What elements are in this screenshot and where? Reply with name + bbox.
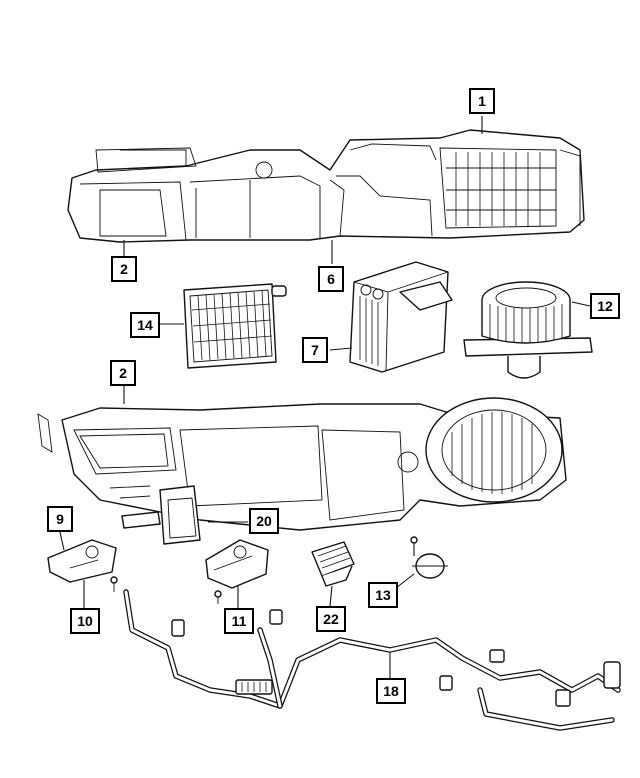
callout-2b: 2: [110, 360, 136, 386]
temperature-sensor: [410, 536, 448, 579]
callout-1: 1: [469, 88, 495, 114]
callout-10: 10: [70, 608, 100, 634]
callout-6: 6: [318, 266, 344, 292]
blower-motor: [463, 281, 593, 379]
callout-22: 22: [316, 606, 346, 632]
callout-9: 9: [47, 506, 73, 532]
actuator-left: [47, 539, 118, 592]
wiring-harness: [123, 589, 621, 731]
callout-11: 11: [224, 608, 254, 634]
evaporator-core: [349, 261, 453, 373]
heater-core: [183, 283, 287, 369]
callout-13: 13: [368, 582, 398, 608]
upper-hvac-housing: [67, 129, 585, 243]
lower-hvac-housing: [37, 397, 567, 545]
callout-7: 7: [302, 337, 328, 363]
blower-resistor: [311, 541, 355, 587]
actuator-center: [205, 539, 269, 604]
callout-12: 12: [590, 293, 620, 319]
callout-2: 2: [111, 256, 137, 282]
callout-20: 20: [249, 508, 279, 534]
leader-lines: [59, 116, 591, 678]
callout-18: 18: [376, 678, 406, 704]
callout-14: 14: [130, 312, 160, 338]
